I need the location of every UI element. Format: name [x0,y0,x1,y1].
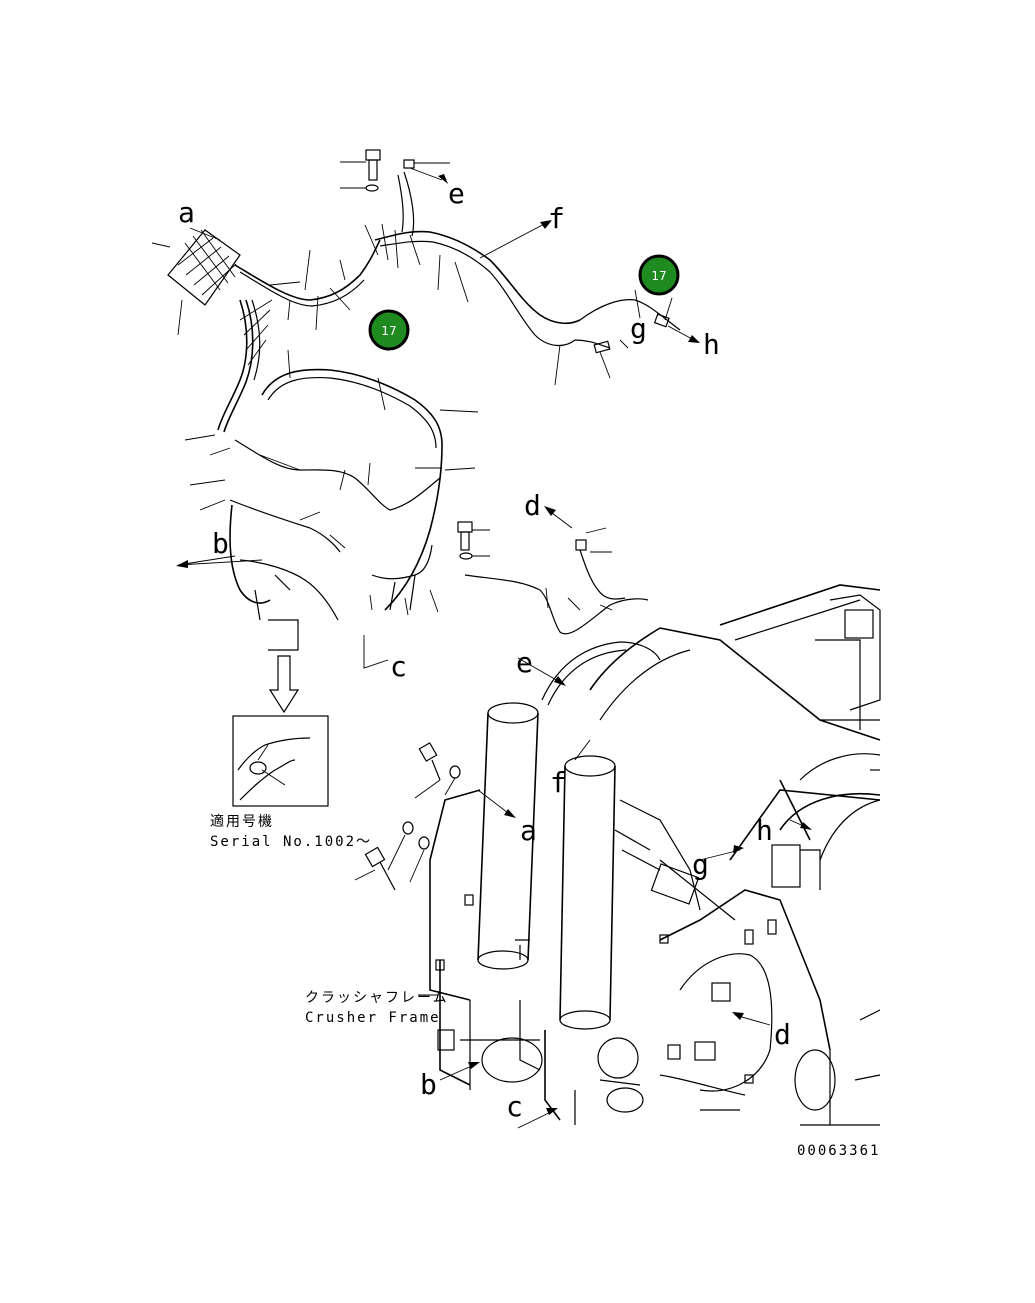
callout-a-top: a [178,196,195,229]
item-badge-2[interactable]: 17 [368,309,410,351]
bolt-lower-2 [354,821,430,891]
callout-c-top: c [390,650,407,683]
callout-e-top: e [448,177,465,210]
callout-e-lower: e [516,646,533,679]
part-number: 00063361 [797,1143,880,1159]
tube-left [477,702,539,970]
wiring-harness-upper [151,149,700,669]
callout-a-lower: a [520,814,537,847]
callout-f-lower: f [550,766,567,799]
callout-d-top: d [524,489,541,522]
crusher-frame-jp: クラッシャフレーム [305,990,449,1006]
callout-g-top: g [630,312,647,345]
item-badge-1[interactable]: 17 [638,254,680,296]
serial-note-jp: 適用号機 [210,813,274,830]
serial-note-en: Serial No.1002～ [210,834,372,850]
machine-assembly [354,584,881,1129]
callout-labels: a e f g h d b c e f a h g d b c 適用号機 Ser… [178,177,880,1159]
crusher-frame-en: Crusher Frame [305,1010,441,1026]
callout-d-lower: d [774,1018,791,1051]
callout-c-lower: c [506,1090,523,1123]
callout-g-lower: g [692,848,709,881]
callout-b-lower: b [420,1068,437,1101]
callout-h-lower: h [756,814,773,847]
bolt-middle [457,521,490,560]
serial-inset [232,619,329,807]
tube-right [559,755,616,1030]
callout-b-top: b [212,527,229,560]
item-badge-2-label: 17 [381,324,396,338]
bolt-lower-1 [414,742,461,799]
item-badge-1-label: 17 [651,269,666,283]
callout-f-top: f [548,202,565,235]
bolt-top [340,149,381,192]
callout-h-top: h [703,328,720,361]
connector-block [151,229,241,336]
